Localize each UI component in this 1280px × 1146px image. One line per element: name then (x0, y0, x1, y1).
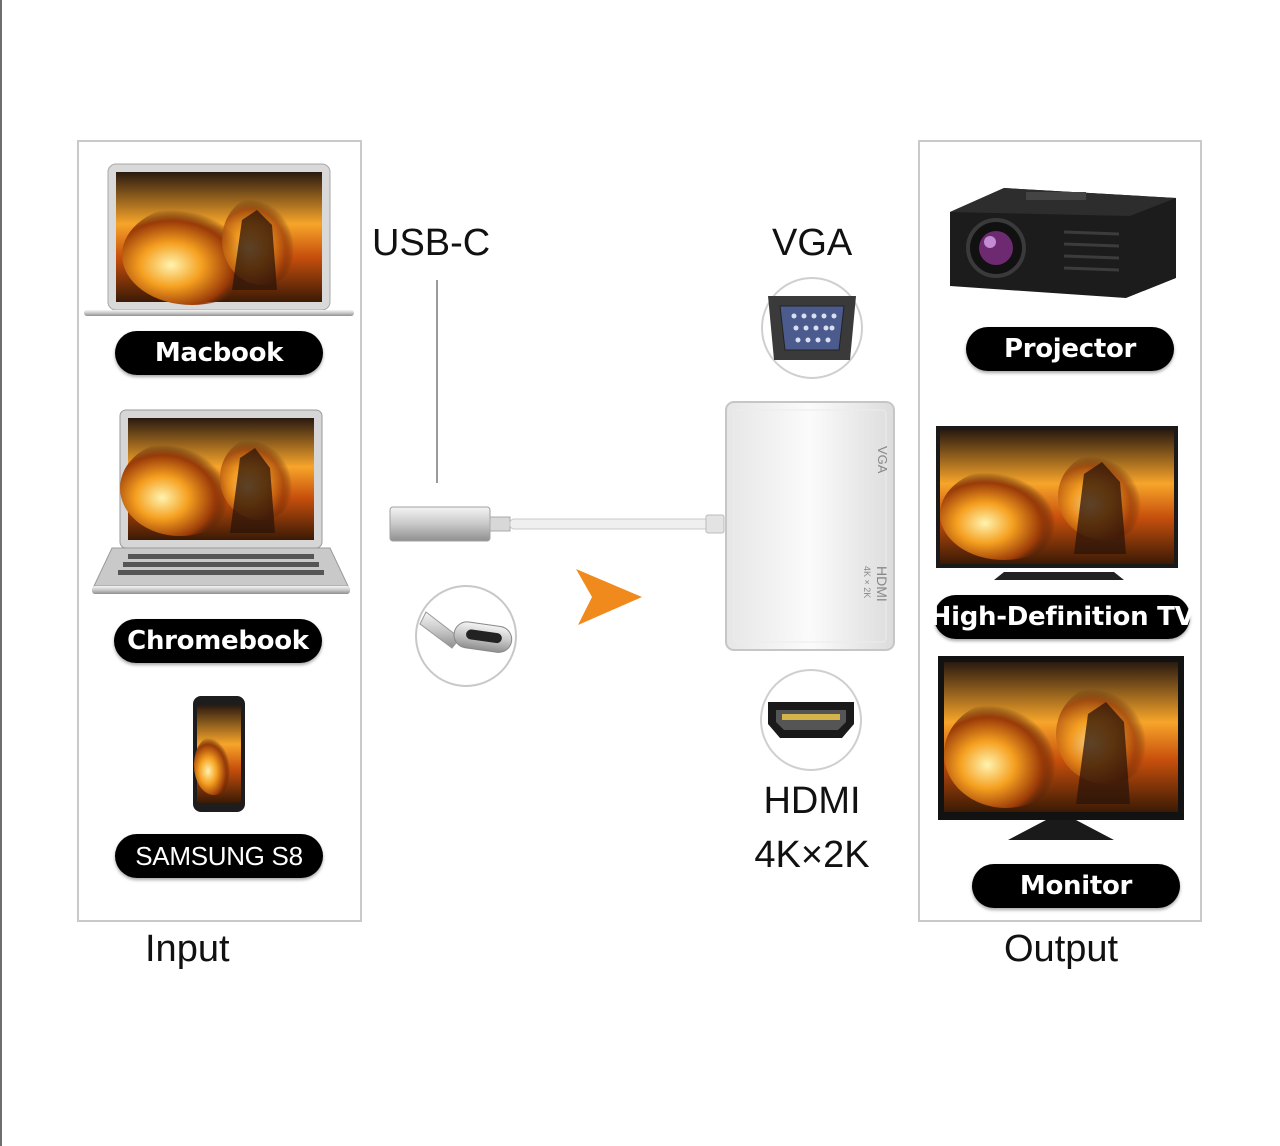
adapter-vga-text: VGA (875, 446, 890, 474)
device-label-samsung-s8: SAMSUNG S8 (115, 834, 323, 878)
smartphone-icon (193, 696, 245, 812)
device-label-monitor: Monitor (972, 864, 1180, 908)
usbc-plug-closeup-icon (415, 585, 517, 687)
device-label-projector: Projector (966, 327, 1174, 371)
left-edge-line (0, 0, 2, 1146)
laptop-icon (92, 409, 350, 594)
adapter-hdmi-sub-text: 4K × 2K (862, 566, 872, 599)
projector-icon (950, 188, 1176, 298)
vga-label: VGA (772, 222, 853, 264)
direction-arrow-icon (576, 569, 642, 625)
output-caption: Output (1004, 928, 1119, 970)
tv-icon (936, 426, 1178, 580)
hdmi-port-icon (760, 669, 862, 771)
usbc-cable (389, 506, 725, 542)
usbc-label: USB-C (372, 222, 491, 264)
adapter-body (725, 401, 895, 651)
device-label-hdtv: High-Definition TV (930, 595, 1195, 639)
vga-port-icon (761, 277, 863, 379)
leader-line (436, 280, 438, 483)
input-caption: Input (145, 928, 230, 970)
adapter-hdmi-text: HDMI (874, 566, 890, 602)
laptop-icon (84, 163, 354, 316)
hdmi-label: HDMI 4K×2K (740, 774, 884, 882)
hdmi-label-line2: 4K×2K (754, 834, 870, 876)
hdmi-label-line1: HDMI (763, 780, 861, 822)
device-label-chromebook: Chromebook (114, 619, 322, 663)
device-label-macbook: Macbook (115, 331, 323, 375)
monitor-icon (938, 656, 1184, 840)
